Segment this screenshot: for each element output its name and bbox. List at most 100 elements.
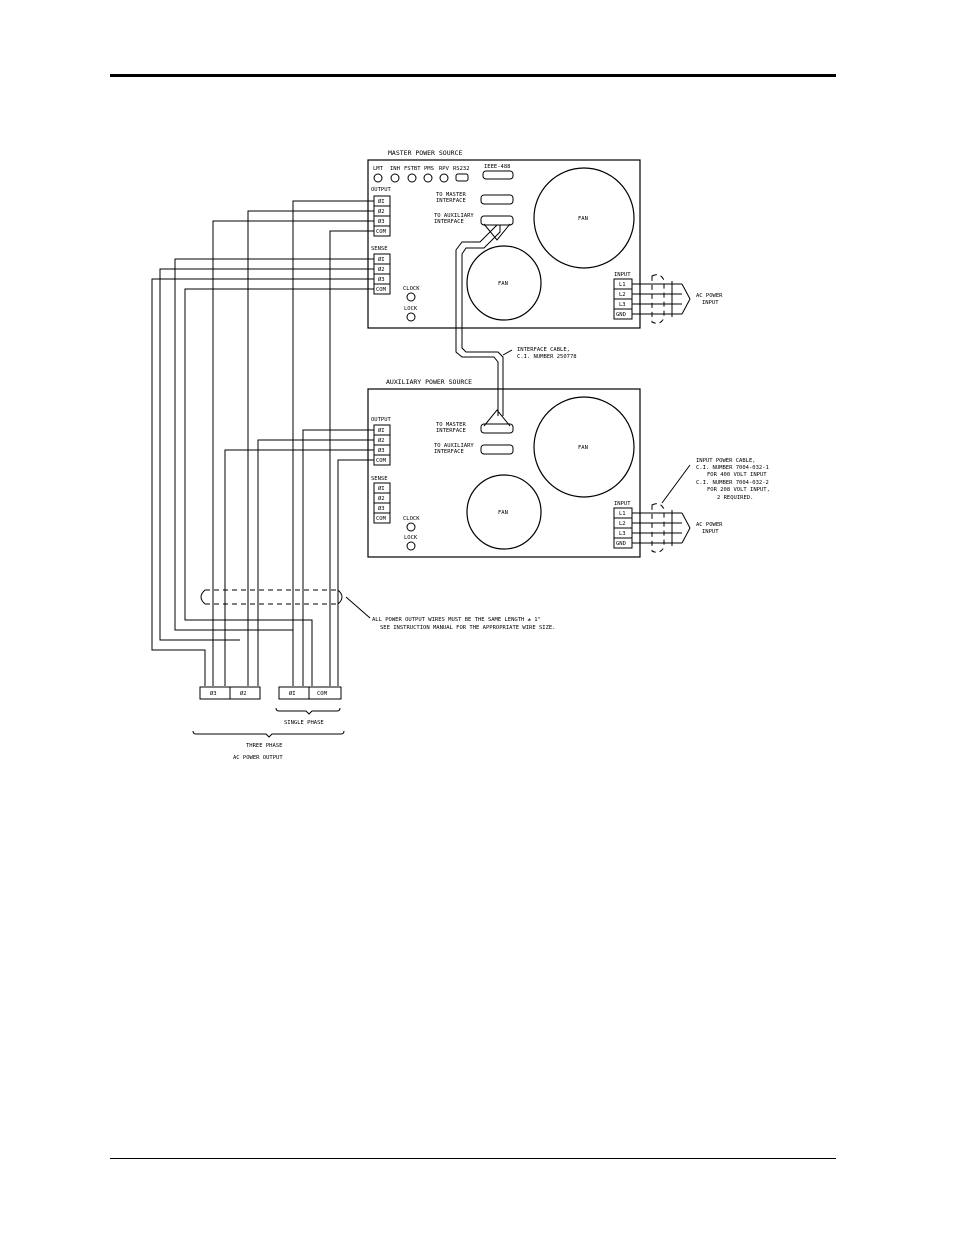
interface-cable-label-1: INTERFACE CABLE, — [517, 347, 570, 353]
master-lock-label: LOCK — [404, 306, 418, 312]
master-power-source: MASTER POWER SOURCE LMT INH FSTBT PMS RP… — [367, 149, 723, 329]
master-output-wiring — [212, 200, 374, 686]
terminal-label: L2 — [619, 292, 626, 298]
aux-output-terminals: ØI Ø2 Ø3 COM — [373, 424, 391, 466]
input-cable-line: INPUT POWER CABLE, — [696, 458, 756, 464]
aux-clock-label: CLOCK — [403, 516, 420, 522]
master-to-aux-connector — [480, 215, 514, 226]
ieee-label: IEEE-488 — [484, 164, 511, 170]
indicator-label-inh: INH — [390, 166, 400, 172]
master-sense-label: SENSE — [371, 246, 388, 252]
terminal-label: COM — [376, 229, 387, 235]
wire-note-line-2: SEE INSTRUCTION MANUAL FOR THE APPROPRIA… — [380, 625, 556, 631]
terminal-label: COM — [317, 691, 328, 697]
aux-fan-large — [533, 396, 635, 498]
master-indicators: LMT INH FSTBT PMS RPV RS232 — [373, 166, 470, 183]
master-to-master-label-2: INTERFACE — [436, 198, 466, 204]
master-sense-wiring — [151, 258, 374, 686]
three-phase-label: THREE PHASE — [246, 743, 282, 749]
aux-to-master-connector — [480, 423, 514, 434]
input-cable-callout: INPUT POWER CABLE, C.I. NUMBER 7004-032-… — [696, 458, 770, 501]
master-to-aux-label-1: TO AUXILIARY — [434, 213, 474, 219]
master-clock-connector — [406, 292, 416, 302]
master-fan-large — [533, 167, 635, 269]
ac-input-label-2: INPUT — [702, 300, 719, 306]
ac-input-2-label-1: AC POWER — [696, 522, 723, 528]
terminal-label: Ø2 — [378, 208, 385, 215]
terminal-label: ØI — [378, 427, 385, 434]
terminal-label: Ø3 — [210, 690, 217, 697]
aux-clock-connector — [406, 522, 416, 532]
input-cable-line: C.I. NUMBER 7004-032-1 — [696, 465, 769, 471]
header-rule — [110, 74, 836, 77]
terminal-com — [308, 686, 342, 700]
interface-cable-label-2: C.I. NUMBER 250778 — [517, 354, 577, 360]
master-output-terminals: ØI Ø2 Ø3 COM — [373, 195, 391, 237]
lamp-inh — [390, 173, 400, 183]
terminal-label: L1 — [619, 511, 626, 517]
ac-input-label-1: AC POWER — [696, 293, 723, 299]
terminal-label: ØI — [378, 198, 385, 205]
footer-rule — [110, 1158, 836, 1159]
aux-to-master-label-2: INTERFACE — [436, 428, 466, 434]
ac-output-label: AC POWER OUTPUT — [233, 755, 283, 761]
terminal-label: Ø2 — [240, 690, 247, 697]
aux-sense-label: SENSE — [371, 476, 388, 482]
master-fan-large-label: FAN — [578, 216, 588, 222]
aux-fan-small — [466, 474, 542, 550]
master-fan-small — [466, 245, 542, 321]
terminal-label: L3 — [619, 531, 626, 537]
terminal-label: COM — [376, 287, 387, 293]
terminal-label: ØI — [289, 690, 296, 697]
master-title: MASTER POWER SOURCE — [388, 149, 462, 157]
lamp-pms — [423, 173, 433, 183]
lamp-lmt — [373, 173, 383, 183]
aux-output-label: OUTPUT — [371, 417, 392, 423]
output-terminal-block: Ø3 Ø2 ØI COM SINGLE PHASE THREE PHASE AC… — [192, 686, 345, 761]
terminal-label: COM — [376, 458, 387, 464]
master-to-master-label-1: TO MASTER — [436, 192, 466, 198]
aux-fan-large-label: FAN — [578, 445, 588, 451]
aux-input-label: INPUT — [614, 501, 631, 507]
master-input-terminals: L1 L2 L3 GND — [613, 278, 633, 320]
terminal-label: GND — [616, 541, 626, 547]
terminal-label: COM — [376, 516, 387, 522]
terminal-label: L2 — [619, 521, 626, 527]
master-input-label: INPUT — [614, 272, 631, 278]
rs232-label: RS232 — [453, 166, 470, 172]
input-cable-line: 2 REQUIRED. — [717, 495, 753, 501]
terminal-label: L1 — [619, 282, 626, 288]
master-output-label: OUTPUT — [371, 187, 392, 193]
terminal-label: Ø3 — [378, 218, 385, 225]
master-input-wires — [632, 274, 691, 324]
ieee-connector — [482, 170, 514, 180]
terminal-label: Ø3 — [378, 447, 385, 454]
terminal-phase-2 — [229, 686, 261, 700]
rs232-connector — [455, 173, 469, 182]
indicator-label-pms: PMS — [424, 166, 434, 172]
aux-to-aux-label-1: TO AUXILIARY — [434, 443, 474, 449]
lamp-rpv — [439, 173, 449, 183]
aux-lock-label: LOCK — [404, 535, 418, 541]
master-sense-terminals: ØI Ø2 Ø3 COM — [373, 253, 391, 295]
indicator-label-rpv: RPV — [439, 166, 450, 172]
interface-cable — [455, 223, 513, 427]
master-chassis — [367, 159, 641, 329]
terminal-label: Ø3 — [378, 276, 385, 283]
terminal-label: Ø2 — [378, 437, 385, 444]
terminal — [373, 512, 391, 524]
input-cable-line: C.I. NUMBER 7004-032-2 — [696, 480, 769, 486]
aux-title: AUXILIARY POWER SOURCE — [386, 378, 472, 386]
terminal-label: ØI — [378, 256, 385, 263]
indicator-label-lmt: LMT — [373, 166, 384, 172]
master-to-aux-label-2: INTERFACE — [434, 219, 464, 225]
aux-input-terminals: L1 L2 L3 GND — [613, 507, 633, 549]
aux-chassis — [367, 388, 641, 558]
terminal-label: Ø2 — [378, 495, 385, 502]
terminal-label: GND — [616, 312, 626, 318]
terminal-label: L3 — [619, 302, 626, 308]
master-fan-small-label: FAN — [498, 281, 508, 287]
ac-input-2-label-2: INPUT — [702, 529, 719, 535]
